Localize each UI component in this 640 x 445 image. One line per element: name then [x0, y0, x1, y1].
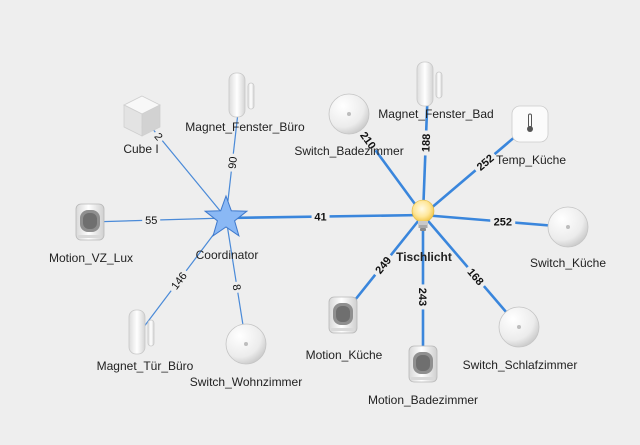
edge-coordinator-switch_wohnzimmer — [225, 217, 247, 345]
edge-label-background — [225, 153, 240, 173]
edge-label-group: 2 — [150, 128, 167, 145]
edge-label-background — [166, 267, 192, 295]
door-sensor-icon[interactable] — [228, 72, 255, 118]
node-label-magnet_tuer_buero: Magnet_Tür_Büro — [97, 359, 194, 373]
edge-label: 252 — [494, 217, 512, 229]
edge-label-group: 243 — [416, 284, 429, 310]
node-label-motion_badezimmer: Motion_Badezimmer — [368, 393, 478, 407]
edge-label-group: 41 — [311, 210, 330, 224]
edge-label-group: 252 — [490, 215, 516, 229]
edge-label-group: 188 — [419, 130, 433, 156]
node-label-magnet_fenster_bad: Magnet_Fenster_Bad — [378, 107, 493, 121]
edge-label-background — [150, 128, 167, 145]
edge-label-background — [471, 149, 499, 175]
node-label-magnet_fenster_buero: Magnet_Fenster_Büro — [185, 120, 305, 134]
edge-label-group: 55 — [142, 214, 161, 227]
edge-label-background — [230, 280, 244, 294]
edge-label: 90 — [227, 156, 240, 170]
motion-sensor-icon[interactable] — [328, 296, 358, 334]
node-label-switch_wohnzimmer: Switch_Wohnzimmer — [190, 375, 302, 389]
node-label-motion_kueche: Motion_Küche — [306, 348, 383, 362]
edge-label: 243 — [416, 288, 428, 306]
node-label-coordinator: Coordinator — [196, 248, 259, 262]
node-label-cube: Cube I — [123, 142, 158, 156]
edge-label-background — [142, 214, 161, 227]
round-switch-icon[interactable] — [498, 306, 540, 348]
round-switch-icon[interactable] — [547, 206, 589, 248]
edge-label-background — [463, 263, 489, 290]
temperature-sensor-icon[interactable] — [511, 105, 549, 143]
round-switch-icon[interactable] — [328, 93, 370, 135]
node-label-tischlicht: Tischlicht — [396, 250, 452, 264]
cube-icon[interactable] — [123, 95, 161, 137]
node-label-motion_vz_lux: Motion_VZ_Lux — [49, 251, 133, 265]
node-label-switch_badezimmer: Switch_Badezimmer — [294, 144, 403, 158]
edge-label: 55 — [145, 215, 157, 227]
edge-label-background — [417, 284, 429, 310]
node-label-switch_schlafzimmer: Switch_Schlafzimmer — [463, 358, 578, 372]
light-bulb-icon[interactable] — [411, 199, 435, 231]
edge-label: 41 — [314, 212, 326, 224]
edge-label-group: 90 — [225, 153, 240, 173]
edge-label-background — [311, 210, 330, 223]
edge-label-background — [356, 126, 381, 154]
motion-sensor-icon[interactable] — [408, 345, 438, 383]
node-label-temp_kueche: Temp_Küche — [496, 153, 566, 167]
edge-label-group: 8 — [230, 280, 244, 294]
edge-label-background — [419, 130, 433, 156]
edge-label: 188 — [420, 134, 433, 153]
edge-label-background — [490, 215, 516, 228]
edge-label: 8 — [230, 283, 243, 291]
coordinator-star-icon[interactable] — [203, 194, 249, 237]
motion-sensor-icon[interactable] — [75, 203, 105, 241]
edge-label-background — [370, 251, 396, 279]
node-label-switch_kueche: Switch_Küche — [530, 256, 606, 270]
door-sensor-icon[interactable] — [128, 309, 155, 355]
round-switch-icon[interactable] — [225, 323, 267, 365]
door-sensor-icon[interactable] — [416, 61, 443, 107]
edge-label-group: 146 — [166, 267, 192, 295]
